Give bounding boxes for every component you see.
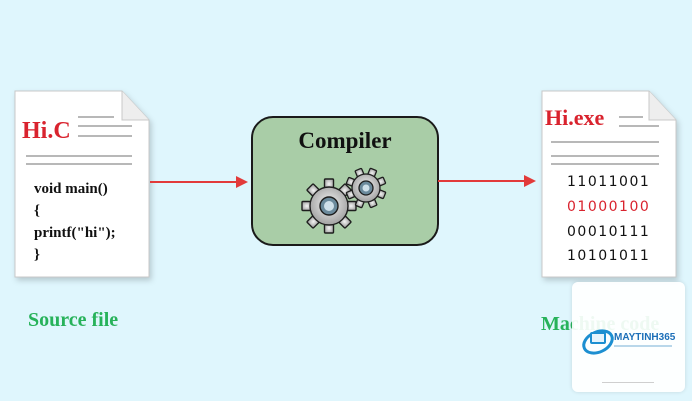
binary-line: 00010111 <box>567 224 651 240</box>
machine-code-title: Hi.exe <box>545 105 605 130</box>
watermark-brand-text: MAYTINH365 <box>614 332 676 343</box>
watermark-tagline-bar <box>614 345 672 347</box>
machine-document-page-icon <box>541 90 677 278</box>
binary-line: 10101011 <box>567 248 651 264</box>
code-line: { <box>34 203 40 219</box>
arrow-to-compiler <box>150 176 248 188</box>
gears-icon <box>301 167 387 234</box>
compiler-box: Compiler <box>251 116 439 246</box>
source-file-caption: Source file <box>28 309 119 331</box>
source-file-title: Hi.C <box>22 118 71 144</box>
compiler-label: Compiler <box>298 128 392 153</box>
source-file-document: Hi.C void main() { printf("hi"); } <box>14 90 150 278</box>
machine-code-document: Hi.exe 11011001 01000100 00010111 101010… <box>541 90 677 278</box>
binary-line-highlighted: 01000100 <box>567 199 651 215</box>
code-line: printf("hi"); <box>34 225 116 241</box>
arrow-to-machine-code <box>438 175 536 187</box>
binary-line: 11011001 <box>567 174 651 190</box>
code-line: void main() <box>34 181 108 197</box>
code-line: } <box>34 247 40 263</box>
source-document-page-icon <box>14 90 150 278</box>
brand-logo-icon <box>582 329 614 355</box>
watermark-logo: MAYTINH365 <box>572 282 685 392</box>
watermark-footer-rule <box>602 382 654 383</box>
